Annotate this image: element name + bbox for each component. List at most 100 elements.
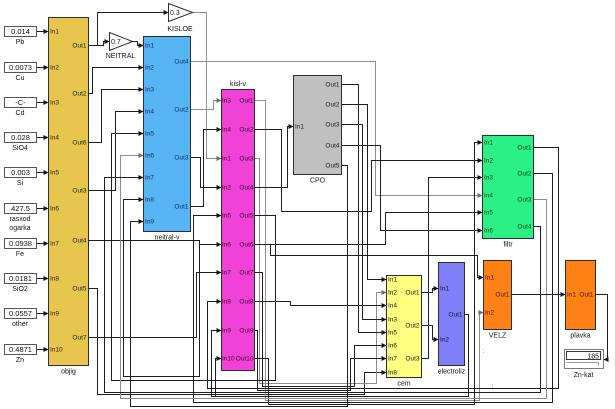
signal-line[interactable]	[341, 84, 387, 333]
arrow-right-icon	[560, 292, 566, 297]
signal-line[interactable]	[190, 129, 222, 207]
signal-line[interactable]	[120, 155, 547, 399]
constant-block-body[interactable]	[4, 308, 37, 319]
constant-block-body[interactable]	[4, 26, 37, 37]
subsystem-block-neitral-v[interactable]: In1In2In3In4In5In6In7In8In9Out4Out2Out3O…	[143, 36, 191, 242]
constant-block-body[interactable]	[4, 97, 37, 108]
signal-line[interactable]	[341, 104, 387, 280]
signal-line[interactable]	[254, 272, 387, 387]
subsystem-body[interactable]	[293, 75, 342, 175]
subsystem-body[interactable]	[482, 135, 534, 239]
signal-line[interactable]	[123, 199, 200, 377]
signal-line[interactable]	[254, 158, 387, 384]
arrow-right-icon	[43, 170, 49, 175]
signal-line[interactable]	[254, 212, 483, 245]
constant-block-body[interactable]	[4, 62, 37, 73]
arrow-right-icon	[138, 153, 144, 158]
output-port-label: Out5	[72, 285, 86, 292]
signal-line[interactable]	[421, 177, 483, 359]
signal-line[interactable]	[88, 89, 144, 143]
output-port-label: Out2	[72, 90, 86, 97]
input-port-label: In6	[145, 152, 154, 159]
block-name-label: SiO4	[12, 145, 28, 152]
signal-line[interactable]	[88, 240, 222, 245]
signal-line[interactable]	[215, 358, 222, 397]
subsystem-body[interactable]	[143, 36, 191, 232]
signal-line[interactable]	[88, 272, 222, 338]
constant-block-body[interactable]	[4, 132, 37, 143]
signal-line[interactable]	[192, 12, 222, 159]
constant-block-body[interactable]	[4, 203, 37, 214]
constant-block-body[interactable]	[4, 273, 37, 284]
gain-value: 0.7	[111, 39, 121, 46]
constant-value: 0.003	[11, 168, 30, 177]
arrow-right-icon	[216, 242, 222, 247]
signal-line[interactable]	[207, 147, 559, 389]
signal-line[interactable]	[211, 314, 469, 397]
output-port-label: Out1	[405, 289, 419, 296]
signal-line[interactable]	[421, 325, 439, 340]
signal-line[interactable]	[97, 12, 169, 46]
input-port-label: In6	[222, 241, 231, 248]
gain-triangle[interactable]	[168, 2, 194, 23]
input-port-label: In2	[145, 64, 154, 71]
signal-line[interactable]	[88, 67, 144, 94]
gain-triangle[interactable]	[109, 31, 134, 52]
signal-line[interactable]	[254, 330, 387, 391]
constant-block-body[interactable]	[4, 344, 37, 355]
arrow-right-icon	[477, 193, 483, 198]
signal-line[interactable]	[341, 145, 483, 231]
signal-line[interactable]	[88, 111, 144, 191]
subsystem-body[interactable]	[483, 260, 512, 330]
subsystem-body[interactable]	[386, 275, 422, 378]
signal-line[interactable]	[254, 301, 387, 306]
signal-line[interactable]	[190, 157, 222, 188]
block-name-label: Pb	[16, 39, 25, 46]
constant-value: 0.0181	[9, 274, 32, 283]
arrow-right-icon	[381, 277, 387, 282]
signal-line[interactable]	[254, 126, 294, 188]
subsystem-block-objig[interactable]: In1In2In3In4In5In6In7In8In9In10Out1Out2O…	[48, 17, 89, 376]
constant-block-cd[interactable]: -C-Cd	[4, 97, 37, 118]
subsystem-body[interactable]	[48, 17, 89, 366]
block-name-label: Zn-kat	[574, 372, 594, 379]
signal-line[interactable]	[254, 129, 483, 212]
signal-line[interactable]	[341, 124, 387, 320]
signal-line[interactable]	[193, 173, 553, 403]
output-port-label: Out2	[325, 101, 339, 108]
signal-line[interactable]	[254, 142, 483, 405]
block-name-label: electroliz	[438, 369, 466, 376]
input-port-label: In1	[222, 155, 231, 162]
input-port-label: In6	[388, 342, 397, 349]
constant-block-body[interactable]	[4, 238, 37, 249]
output-port-label: Out1	[72, 42, 86, 49]
signal-line[interactable]	[130, 165, 348, 407]
subsystem-body[interactable]	[438, 262, 465, 366]
signal-line[interactable]	[104, 177, 541, 393]
constant-block-body[interactable]	[4, 167, 37, 178]
subsystem-block-kisl-v[interactable]: In3In4In1In2In5In6In7In8In9In10Out1Out2O…	[221, 81, 255, 371]
subsystem-body[interactable]	[565, 260, 596, 330]
signal-line[interactable]	[88, 288, 387, 395]
subsystem-body[interactable]	[221, 89, 255, 371]
